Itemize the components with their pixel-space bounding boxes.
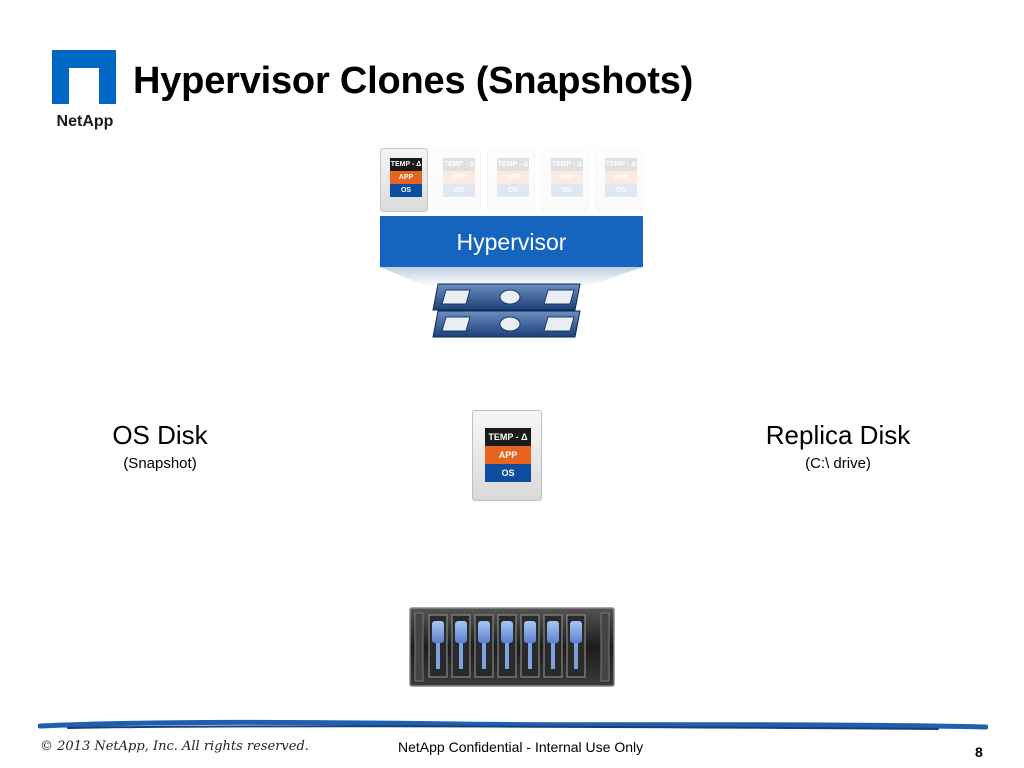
vm-app-layer: APP xyxy=(605,171,637,184)
vm-os-layer: OS xyxy=(551,184,583,197)
replica-disk-title: Replica Disk xyxy=(765,420,911,450)
confidential-notice: NetApp Confidential - Internal Use Only xyxy=(398,739,644,755)
footer-brush-line xyxy=(38,719,988,730)
os-disk-subtitle: (Snapshot) xyxy=(123,455,197,472)
hypervisor-bar: Hypervisor xyxy=(380,216,643,267)
vm-tile: TEMP - Δ APP OS xyxy=(380,148,428,212)
replica-disk-label: Replica Disk (C:\ drive) xyxy=(738,420,938,472)
drive-bays xyxy=(428,614,586,678)
slide-title: Hypervisor Clones (Snapshots) xyxy=(133,60,694,102)
vm-temp-layer: TEMP - Δ xyxy=(605,158,637,171)
disk-os-layer: OS xyxy=(485,464,531,482)
storage-array-icon xyxy=(409,607,615,687)
page-number: 8 xyxy=(975,744,983,760)
vm-tile-faded: TEMP - Δ APP OS xyxy=(487,148,535,212)
netapp-logo: NetApp xyxy=(46,46,124,132)
center-disk-tile: TEMP - Δ APP OS xyxy=(472,410,542,501)
vm-os-layer: OS xyxy=(605,184,637,197)
vm-tile-faded: TEMP - Δ APP OS xyxy=(433,148,481,212)
server-icon xyxy=(432,283,581,338)
vm-tile-faded: TEMP - Δ APP OS xyxy=(595,148,643,212)
replica-disk-subtitle: (C:\ drive) xyxy=(805,455,871,472)
vm-os-layer: OS xyxy=(497,184,529,197)
disk-app-layer: APP xyxy=(485,446,531,464)
copyright-text: © 2013 NetApp, Inc. All rights reserved. xyxy=(40,739,309,754)
vm-app-layer: APP xyxy=(390,171,422,184)
vm-temp-layer: TEMP - Δ xyxy=(390,158,422,171)
vm-os-layer: OS xyxy=(390,184,422,197)
vm-temp-layer: TEMP - Δ xyxy=(497,158,529,171)
vm-app-layer: APP xyxy=(497,171,529,184)
vm-app-layer: APP xyxy=(443,171,475,184)
vm-os-layer: OS xyxy=(443,184,475,197)
vm-app-layer: APP xyxy=(551,171,583,184)
vm-tile-faded: TEMP - Δ APP OS xyxy=(541,148,589,212)
hypervisor-beam xyxy=(380,267,643,287)
netapp-logo-mark: NetApp xyxy=(52,50,116,130)
disk-temp-layer: TEMP - Δ xyxy=(485,428,531,446)
os-disk-label: OS Disk (Snapshot) xyxy=(80,420,240,472)
vm-temp-layer: TEMP - Δ xyxy=(551,158,583,171)
os-disk-title: OS Disk xyxy=(112,420,208,450)
vm-temp-layer: TEMP - Δ xyxy=(443,158,475,171)
logo-wordmark: NetApp xyxy=(57,113,114,130)
vm-row: TEMP - Δ APP OS TEMP - Δ APP OS TEMP - Δ… xyxy=(380,148,643,212)
